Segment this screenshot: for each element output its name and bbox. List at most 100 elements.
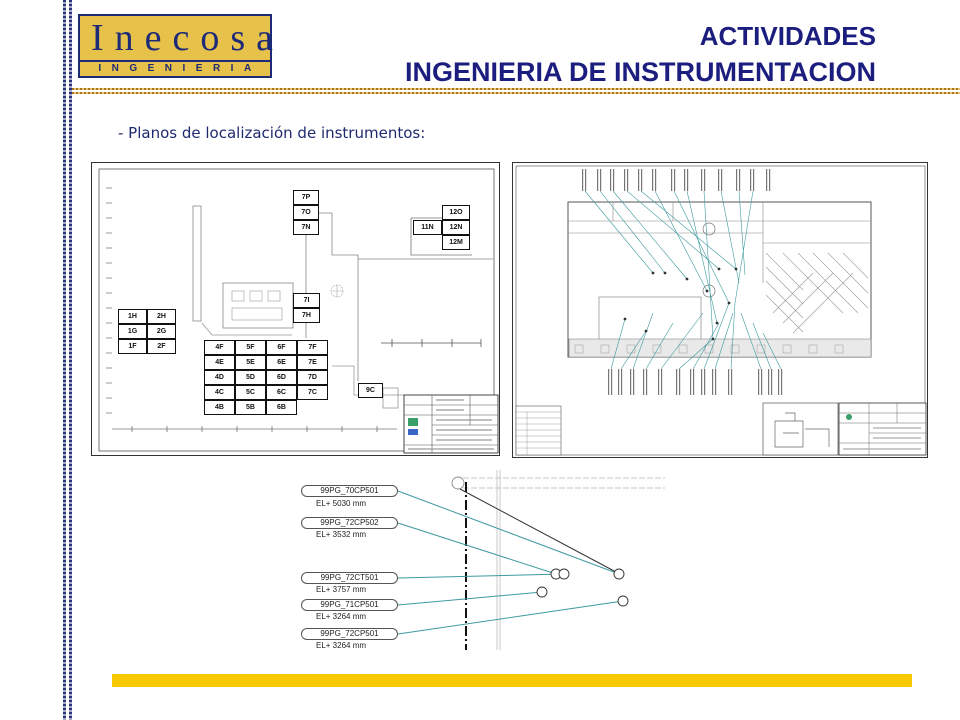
header-divider-line [72,92,960,94]
tag-label-mark [771,369,773,395]
tag-label-mark [582,169,584,191]
tag-label-mark [600,169,602,191]
tag-label-mark [608,369,610,395]
tag-label-mark [627,169,629,191]
grid-cell: 7D [297,370,328,385]
slide-title: ACTIVIDADES [699,21,876,51]
instrument-elevation: EL+ 5030 mm [316,499,367,508]
tag-label-mark [684,169,686,191]
grid-cell: 5B [235,400,266,415]
grid-cell: 7N [293,220,319,235]
grid-cell: 7C [297,385,328,400]
slide-subtitle-title: INGENIERIA DE INSTRUMENTACION [404,57,876,87]
grid-cell: 6C [266,385,297,400]
instrument-tag: 99PG_70CP501 [301,485,398,497]
tag-label-mark [671,169,673,191]
tag-label-mark [679,369,681,395]
detail-linework [397,470,665,650]
tag-label-mark [701,369,703,395]
tag-label-mark [633,369,635,395]
tag-label-mark [655,169,657,191]
grid-cell: 1F [118,339,147,354]
tag-label-mark [715,369,717,395]
grid-cell: 4B [204,400,235,415]
grid-cell: 1H [118,309,147,324]
plan-grid-linework [98,168,499,454]
instrument-tag: 99PG_72CP501 [301,628,398,640]
tag-label-mark [646,369,648,395]
tag-label-mark [728,369,730,395]
grid-cell: 7I [293,293,320,308]
tag-label-mark [613,169,615,191]
tag-label-mark [781,369,783,395]
tag-label-mark [758,369,760,395]
tag-label-mark [739,169,741,191]
tag-label-mark [718,169,720,191]
instrument-elevation: EL+ 3757 mm [316,585,367,594]
plan-grid-drawing: 7P 7O 7N 11N 12O 12N 12M 7I 7H 1H 2H 1G … [91,162,500,456]
tag-label-mark [621,369,623,395]
grid-cell: 5F [235,340,266,355]
tag-label-mark [693,369,695,395]
tag-label-mark [690,369,692,395]
tag-label-mark [704,169,706,191]
tag-label-mark [687,169,689,191]
grid-cell: 12N [442,220,470,235]
tag-label-mark [652,169,654,191]
tag-label-mark [658,369,660,395]
logo-separator [80,60,270,62]
grid-cell: 1G [118,324,147,339]
tag-label-mark [641,169,643,191]
leader-lines [584,190,782,370]
tag-label-mark [761,369,763,395]
grid-cell: 5D [235,370,266,385]
grid-cell: 6B [266,400,297,415]
tag-label-mark [630,369,632,395]
section-bullet: - Planos de localización de instrumentos… [118,124,426,142]
tag-label-mark [676,369,678,395]
grid-cell: 7E [297,355,328,370]
tag-label-mark [701,169,703,191]
instrument-location-linework [515,165,927,456]
grid-cell: 5E [235,355,266,370]
grid-cell: 2F [147,339,176,354]
grid-cell: 12O [442,205,470,220]
grid-cell: 4C [204,385,235,400]
grid-cell: 4D [204,370,235,385]
logo-brand-text: Inecosa [91,17,285,59]
grid-cell: 6E [266,355,297,370]
header-divider-line [72,88,960,90]
instrument-tag: 99PG_71CP501 [301,599,398,611]
tag-label-mark [736,169,738,191]
company-logo: Inecosa INGENIERIA [78,14,285,78]
grid-cell: 12M [442,235,470,250]
tag-label-mark [618,369,620,395]
grid-cell: 7O [293,205,319,220]
left-border-stripe [69,0,72,720]
tag-label-mark [624,169,626,191]
tag-label-mark [753,169,755,191]
tag-label-mark [610,169,612,191]
tag-label-mark [643,369,645,395]
tag-label-mark [704,369,706,395]
tag-label-mark [585,169,587,191]
grid-cell: 7F [297,340,328,355]
tag-label-mark [597,169,599,191]
grid-cell: 6D [266,370,297,385]
left-border-stripe [63,0,66,720]
grid-cell: 6F [266,340,297,355]
grid-cell: 2H [147,309,176,324]
instrument-elevation: EL+ 3264 mm [316,641,367,650]
tag-label-mark [731,369,733,395]
tag-label-mark [712,369,714,395]
instrument-points [623,267,738,341]
grid-cell: 11N [413,220,442,235]
grid-cell: 5C [235,385,266,400]
grid-cell: 4E [204,355,235,370]
tag-label-mark [750,169,752,191]
grid-cell: 2G [147,324,176,339]
footer-accent-bar [112,674,912,687]
instrument-elevation: EL+ 3264 mm [316,612,367,621]
tag-label-mark [769,169,771,191]
tag-label-mark [721,169,723,191]
